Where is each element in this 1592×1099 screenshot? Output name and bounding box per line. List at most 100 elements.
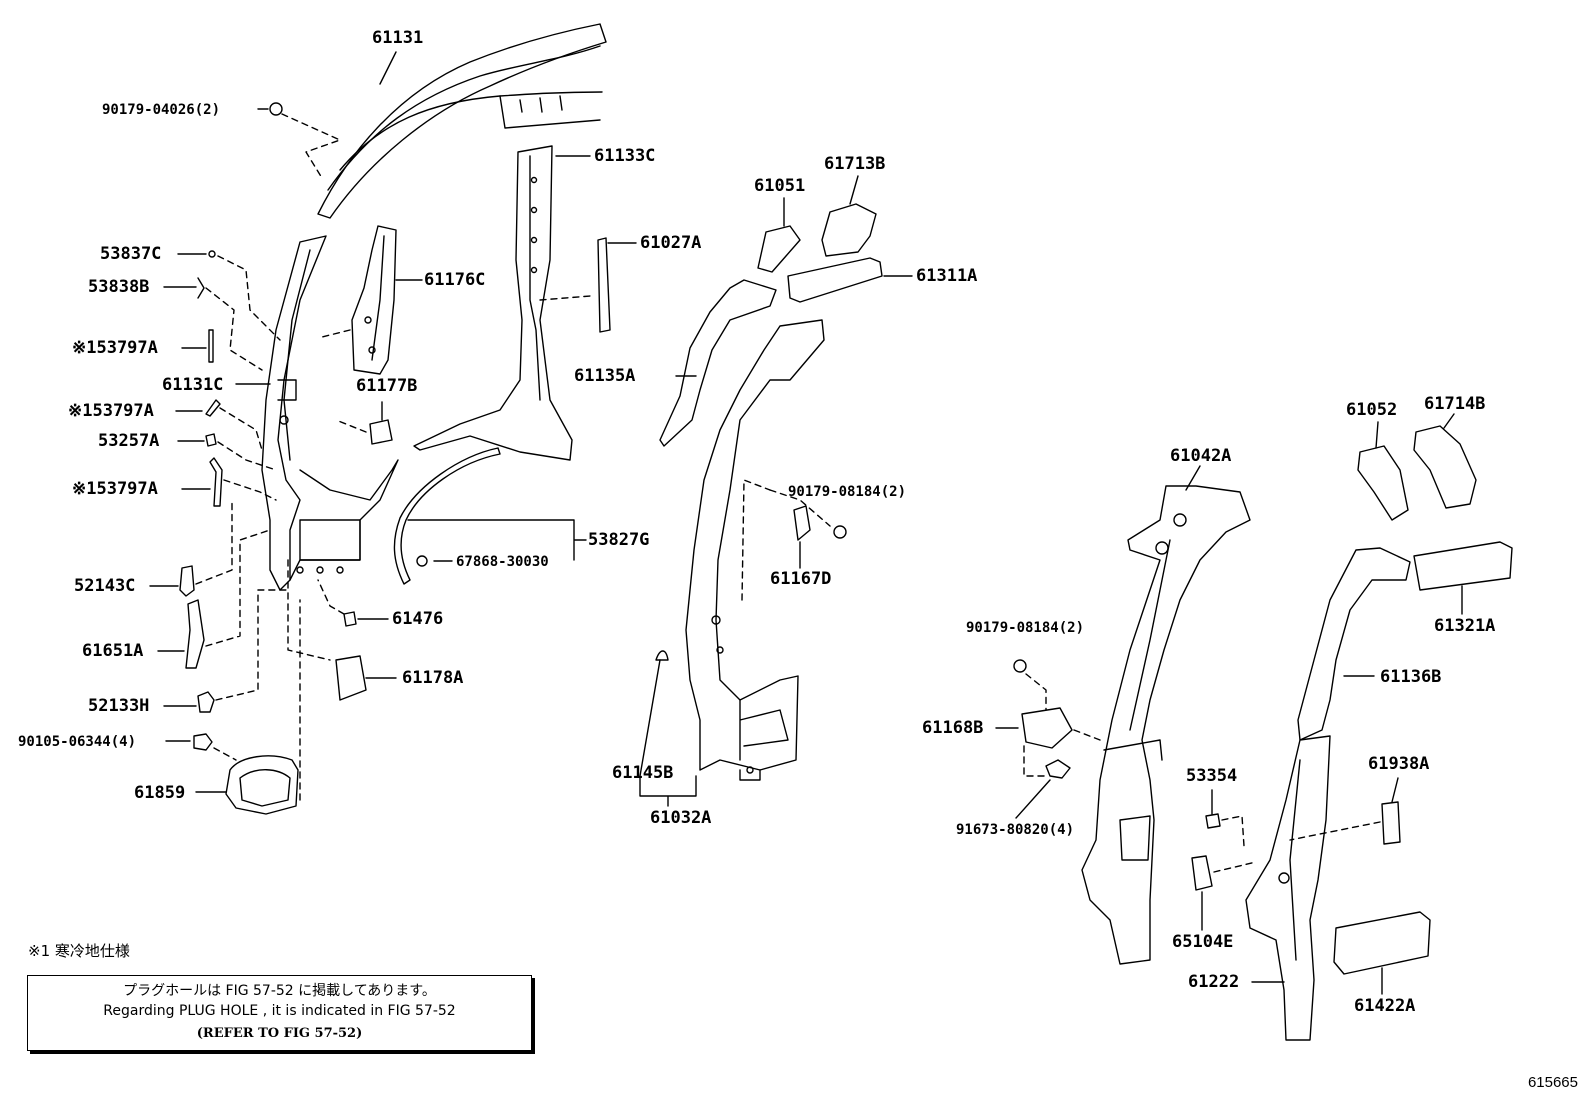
callout-61145B[interactable]: 61145B: [612, 763, 674, 783]
callout-61222[interactable]: 61222: [1188, 972, 1240, 992]
callout-61051[interactable]: 61051: [754, 176, 806, 196]
callout-52143C[interactable]: 52143C: [74, 576, 136, 596]
callout-53354[interactable]: 53354: [1186, 766, 1238, 786]
part-61133C-panel: [413, 145, 591, 461]
bracket-61651A: [185, 599, 205, 669]
note-refer-link[interactable]: (REFER TO FIG 57-52): [196, 1026, 363, 1041]
dashed-leader: [281, 113, 341, 179]
part-61321A-extension: [1413, 541, 1513, 591]
part-61032A-pillar: [685, 319, 825, 781]
callout-61476[interactable]: 61476: [392, 609, 444, 629]
callout-61938A[interactable]: 61938A: [1368, 754, 1430, 774]
part-61042A-pillar: [1081, 485, 1251, 965]
clip-53838B: [197, 277, 205, 299]
dashed-leader: [1221, 815, 1245, 847]
part-53354-clip: [1205, 813, 1221, 829]
dashed-leader: [335, 419, 367, 433]
plug-hole-note: プラグホールは FIG 57-52 に掲載してあります。 Regarding P…: [27, 975, 532, 1051]
part-61311A-extension: [787, 257, 883, 303]
callout-61713B[interactable]: 61713B: [824, 154, 886, 174]
leader: [639, 659, 697, 807]
dashed-leader: [205, 287, 263, 371]
callout-53257A[interactable]: 53257A: [98, 431, 160, 451]
dashed-leader: [205, 529, 271, 647]
seal-53797A-3: [209, 457, 223, 507]
part-61177B-bracket: [369, 419, 393, 445]
note-line-english: Regarding PLUG HOLE , it is indicated in…: [103, 1003, 456, 1019]
callout-61714B[interactable]: 61714B: [1424, 394, 1486, 414]
callout-61032A[interactable]: 61032A: [650, 808, 712, 828]
bolt-91673-80820: [1045, 759, 1071, 779]
leader: [1375, 421, 1379, 449]
part-61178A-bracket: [335, 655, 367, 701]
dashed-leader: [213, 747, 237, 761]
part-61027A-bracket: [597, 237, 611, 333]
leader: [1443, 413, 1455, 429]
seal-53797A-1: [208, 329, 214, 363]
part-53827G-weatherstrip: [393, 447, 501, 585]
dashed-leader: [1289, 821, 1381, 841]
dashed-leader: [769, 489, 831, 527]
callout-90179-08184-upper[interactable]: 90179-08184(2): [788, 484, 907, 500]
callout-65104E[interactable]: 65104E: [1172, 932, 1234, 952]
note-line-japanese: プラグホールは FIG 57-52 に掲載してあります。: [123, 983, 436, 999]
callout-61311A[interactable]: 61311A: [916, 266, 978, 286]
part-61713B-bracket: [821, 203, 877, 257]
dashed-leader: [287, 559, 331, 661]
part-61476-clip: [343, 611, 357, 627]
bracket-52143C: [179, 565, 195, 597]
callout-61133C[interactable]: 61133C: [594, 146, 656, 166]
callout-91673-80820[interactable]: 91673-80820(4): [956, 822, 1075, 838]
seal-53797A-2: [205, 399, 221, 417]
callout-53797A-1[interactable]: ※153797A: [72, 338, 158, 358]
callout-61859[interactable]: 61859: [134, 783, 186, 803]
callout-53797A-2[interactable]: ※153797A: [68, 401, 154, 421]
callout-53797A-3[interactable]: ※153797A: [72, 479, 158, 499]
footnote-cold-climate: ※1 寒冷地仕様: [28, 942, 130, 960]
callout-61027A[interactable]: 61027A: [640, 233, 702, 253]
part-61131-rail: [317, 23, 607, 219]
callout-61321A[interactable]: 61321A: [1434, 616, 1496, 636]
part-61938A-pad: [1381, 801, 1401, 845]
callout-61052[interactable]: 61052: [1346, 400, 1398, 420]
bolt-90105-06344: [193, 733, 213, 751]
clip-52133H: [197, 691, 215, 713]
callout-61168B[interactable]: 61168B: [922, 718, 984, 738]
nut-90179-04026: [269, 102, 283, 116]
callout-61177B[interactable]: 61177B: [356, 376, 418, 396]
dashed-leader: [317, 579, 345, 615]
callout-61135A[interactable]: 61135A: [574, 366, 636, 386]
callout-53827G[interactable]: 53827G: [588, 530, 650, 550]
part-61051-bracket: [757, 225, 801, 273]
callout-61178A[interactable]: 61178A: [402, 668, 464, 688]
callout-61422A[interactable]: 61422A: [1354, 996, 1416, 1016]
leader: [379, 51, 397, 85]
nut-90179-08184-b: [1013, 659, 1027, 673]
callout-67868-30030[interactable]: 67868-30030: [456, 554, 549, 570]
callout-61651A[interactable]: 61651A: [82, 641, 144, 661]
callout-90179-04026[interactable]: 90179-04026(2): [102, 102, 221, 118]
callout-53837C[interactable]: 53837C: [100, 244, 162, 264]
part-61168B-bracket: [1021, 707, 1073, 749]
callout-61042A[interactable]: 61042A: [1170, 446, 1232, 466]
callout-90179-08184-lower[interactable]: 90179-08184(2): [966, 620, 1085, 636]
leader: [1015, 779, 1051, 819]
callout-61131[interactable]: 61131: [372, 28, 424, 48]
callout-61136B[interactable]: 61136B: [1380, 667, 1442, 687]
callout-61176C[interactable]: 61176C: [424, 270, 486, 290]
part-61135A-arch: [659, 279, 777, 447]
callout-61131C[interactable]: 61131C: [162, 375, 224, 395]
part-61052-bracket: [1357, 445, 1409, 521]
callout-52133H[interactable]: 52133H: [88, 696, 150, 716]
part-61167D-bracket: [793, 505, 811, 541]
dashed-leader: [317, 329, 351, 339]
part-61145B-plug: [655, 650, 669, 661]
callout-53838B[interactable]: 53838B: [88, 277, 150, 297]
callout-90105-06344[interactable]: 90105-06344(4): [18, 734, 137, 750]
part-61222-pillar: [1245, 735, 1331, 1041]
dashed-leader: [741, 479, 771, 601]
callout-61167D[interactable]: 61167D: [770, 569, 832, 589]
leader: [849, 175, 859, 205]
clip-53257A: [205, 433, 217, 447]
